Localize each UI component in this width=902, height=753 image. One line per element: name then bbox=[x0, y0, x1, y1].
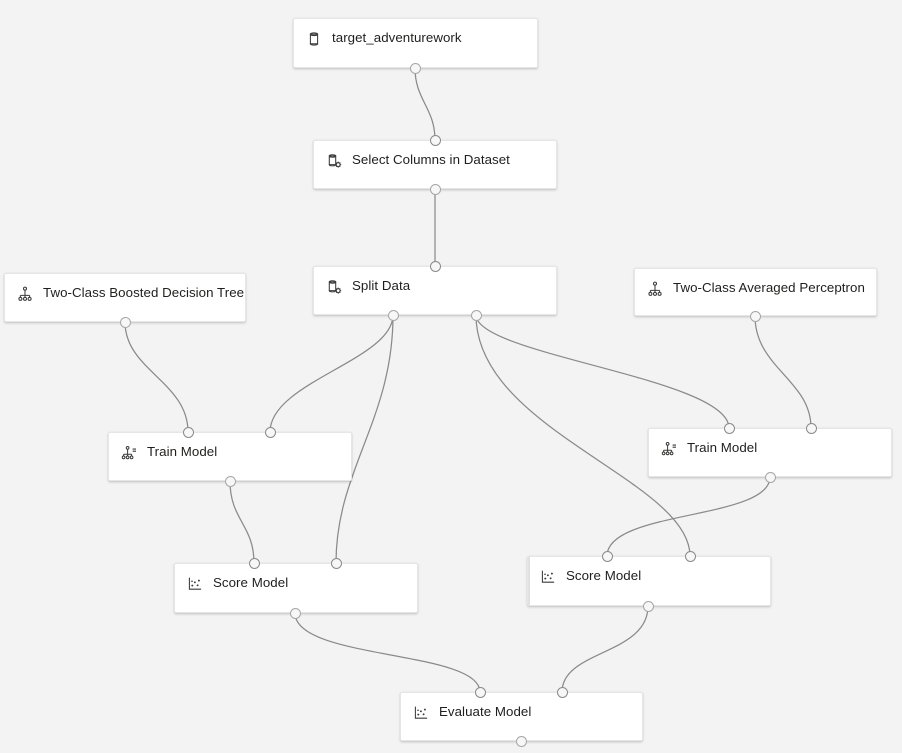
edge-connector[interactable] bbox=[124, 321, 191, 434]
edge-connector[interactable] bbox=[267, 314, 394, 434]
node-score-model-right-input-port-1[interactable] bbox=[601, 550, 613, 562]
train-model-icon bbox=[661, 441, 677, 457]
train-model-icon bbox=[121, 445, 137, 461]
node-score-model-right[interactable]: Score Model bbox=[527, 556, 771, 606]
node-train-model-left-input-port-2[interactable] bbox=[264, 426, 276, 438]
node-averaged-perceptron-output-port-1[interactable] bbox=[749, 310, 761, 322]
node-evaluate-model-input-port-1[interactable] bbox=[474, 686, 486, 698]
node-boosted-tree[interactable]: Two-Class Boosted Decision Tree bbox=[4, 273, 246, 322]
node-train-model-left-input-port-1[interactable] bbox=[182, 426, 194, 438]
node-select-columns-output-port-1[interactable] bbox=[429, 183, 441, 195]
node-score-model-left-input-port-2[interactable] bbox=[330, 557, 342, 569]
node-train-model-left[interactable]: Train Model bbox=[108, 432, 352, 481]
node-train-model-right-input-port-2[interactable] bbox=[805, 422, 817, 434]
node-label: Score Model bbox=[566, 568, 642, 583]
node-score-model-left-output-port-1[interactable] bbox=[289, 607, 301, 619]
node-label: Train Model bbox=[687, 440, 758, 455]
node-score-model-left[interactable]: Score Model bbox=[174, 563, 418, 613]
node-split-data-input-port-1[interactable] bbox=[429, 260, 441, 272]
database-gear-icon bbox=[326, 279, 342, 295]
node-train-model-right[interactable]: Train Model bbox=[648, 428, 892, 477]
database-gear-icon bbox=[326, 153, 342, 169]
edge-connector[interactable] bbox=[475, 314, 732, 430]
node-score-model-right-input-port-2[interactable] bbox=[684, 550, 696, 562]
edge-connector[interactable] bbox=[754, 315, 814, 430]
node-label: Train Model bbox=[147, 444, 218, 459]
node-label: Select Columns in Dataset bbox=[352, 152, 510, 167]
node-train-model-left-output-port-1[interactable] bbox=[224, 475, 236, 487]
node-split-data-output-port-1[interactable] bbox=[387, 309, 399, 321]
algorithm-tree-icon bbox=[647, 281, 663, 297]
node-score-model-left-input-port-1[interactable] bbox=[248, 557, 260, 569]
edge-connector[interactable] bbox=[229, 480, 257, 565]
node-select-columns-input-port-1[interactable] bbox=[429, 134, 441, 146]
node-boosted-tree-output-port-1[interactable] bbox=[119, 316, 131, 328]
node-dataset[interactable]: target_adventurework bbox=[293, 18, 538, 68]
edge-connector[interactable] bbox=[414, 67, 438, 142]
node-label: Two-Class Averaged Perceptron bbox=[673, 280, 865, 295]
database-icon bbox=[306, 31, 322, 47]
node-label: Two-Class Boosted Decision Tree bbox=[43, 285, 245, 300]
node-evaluate-model-input-port-2[interactable] bbox=[556, 686, 568, 698]
edge-connector[interactable] bbox=[604, 476, 771, 558]
algorithm-tree-icon bbox=[17, 286, 33, 302]
node-dataset-output-port-1[interactable] bbox=[409, 62, 421, 74]
node-evaluate-model[interactable]: Evaluate Model bbox=[400, 692, 643, 741]
node-label: target_adventurework bbox=[332, 30, 462, 45]
node-evaluate-model-output-port-1[interactable] bbox=[515, 735, 527, 747]
node-label: Score Model bbox=[213, 575, 289, 590]
node-select-columns[interactable]: Select Columns in Dataset bbox=[313, 140, 557, 189]
edge-connector[interactable] bbox=[559, 605, 649, 694]
edge-connector[interactable] bbox=[294, 612, 483, 694]
node-train-model-right-input-port-1[interactable] bbox=[723, 422, 735, 434]
node-train-model-right-output-port-1[interactable] bbox=[764, 471, 776, 483]
node-averaged-perceptron[interactable]: Two-Class Averaged Perceptron bbox=[634, 268, 877, 316]
node-accent-bar bbox=[528, 557, 530, 605]
node-split-data[interactable]: Split Data bbox=[313, 266, 557, 315]
score-model-icon bbox=[187, 576, 203, 592]
node-label: Split Data bbox=[352, 278, 411, 293]
node-label: Evaluate Model bbox=[439, 704, 532, 719]
score-model-icon bbox=[413, 705, 429, 721]
node-score-model-right-output-port-1[interactable] bbox=[642, 600, 654, 612]
node-split-data-output-port-2[interactable] bbox=[470, 309, 482, 321]
score-model-icon bbox=[540, 569, 556, 585]
